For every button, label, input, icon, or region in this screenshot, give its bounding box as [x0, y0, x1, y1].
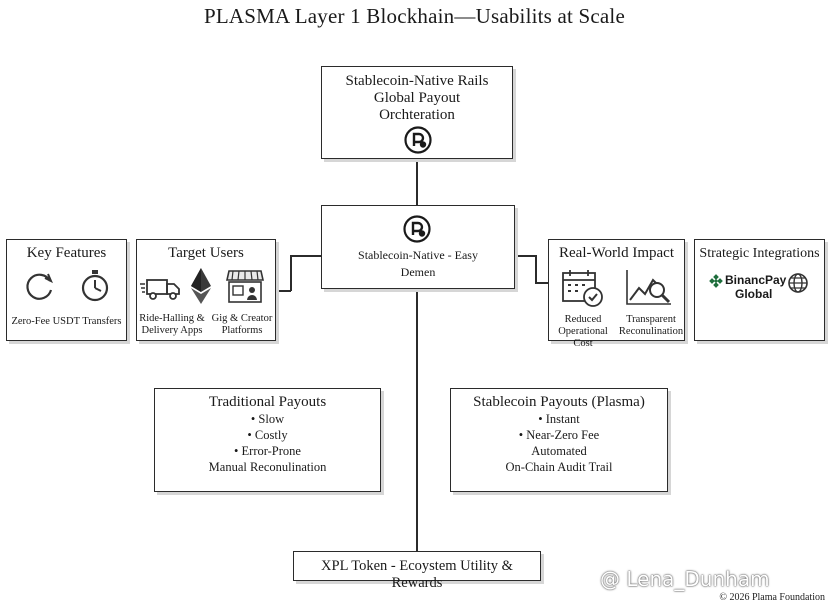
stablecoin-payouts-line-2: • Near-Zero Fee [518, 428, 600, 442]
stablecoin-payouts-line-1: • Instant [538, 412, 580, 426]
top-box-line-3: Orchteration [379, 107, 455, 123]
stablecoin-payouts-heading: Stablecoin Payouts (Plasma) [473, 394, 645, 410]
connector-left-vertical [290, 255, 292, 291]
stablecoin-payouts-line-3: Automated [531, 444, 587, 458]
ethereum-icon [189, 267, 213, 305]
binance-pay-brand: BinancPay [725, 273, 787, 287]
xpl-token-box: XPL Token - Ecoystem Utility & Rewards [293, 551, 541, 591]
globe-icon [787, 272, 809, 294]
target-users-item-1-label-2: Delivery Apps [141, 325, 203, 336]
real-world-impact-heading: Real-World Impact [559, 245, 674, 261]
binance-logo-icon [709, 274, 723, 288]
connector-top-center [416, 159, 418, 205]
plasma-logo-icon [403, 125, 433, 155]
refresh-icon [23, 269, 57, 303]
connector-right-stub [535, 282, 548, 284]
traditional-payouts-box: Traditional Payouts • Slow • Costly • Er… [154, 388, 381, 492]
key-features-caption: Zero-Fee USDT Transfers [11, 316, 122, 327]
strategic-integrations-box: Strategic Integrations BinancPay Global [694, 239, 825, 341]
traditional-payouts-heading: Traditional Payouts [208, 394, 327, 410]
xpl-token-label: XPL Token - Ecoystem Utility & Rewards [321, 558, 513, 591]
delivery-truck-icon [139, 276, 181, 302]
real-world-impact-box: Real-World Impact Reduced Operational Co… [548, 239, 685, 349]
top-box: Stablecoin-Native Rails Global Payout Or… [321, 66, 513, 159]
center-box: Stablecoin-Native - Easy Demen [321, 205, 515, 289]
connector-center-bottom [416, 288, 418, 551]
top-box-line-2: Global Payout [373, 90, 461, 106]
key-features-heading: Key Features [26, 245, 107, 261]
center-box-line-2: Demen [400, 265, 436, 279]
plasma-logo-icon [402, 214, 432, 244]
impact-item-2-label-1: Transparent [626, 314, 676, 325]
key-features-box: Key Features Zero-Fee USDT Transfers [6, 239, 127, 341]
impact-item-1-label-2: Operational Cost [558, 326, 608, 349]
strategic-integrations-heading: Strategic Integrations [699, 246, 820, 261]
connector-right-horizontal [514, 255, 536, 257]
traditional-payouts-line-4: Manual Reconulination [208, 460, 327, 474]
impact-item-2-label-2: Reconulination [618, 326, 684, 337]
stablecoin-payouts-box: Stablecoin Payouts (Plasma) • Instant • … [450, 388, 668, 492]
target-users-box: Target Users Ride-Halling & Delivery App… [136, 239, 276, 341]
target-users-heading: Target Users [168, 245, 244, 261]
traditional-payouts-line-1: • Slow [250, 412, 285, 426]
connector-right-vertical [535, 255, 537, 283]
watermark: @ Lena_Dunham [600, 567, 770, 591]
storefront-icon [225, 268, 265, 306]
traditional-payouts-line-2: • Costly [247, 428, 288, 442]
stopwatch-icon [79, 268, 111, 304]
target-users-item-1-label-1: Ride-Halling & [139, 313, 205, 324]
center-box-line-1: Stablecoin-Native - Easy [358, 248, 478, 262]
stablecoin-payouts-line-4: On-Chain Audit Trail [505, 460, 613, 474]
connector-left-horizontal [290, 255, 322, 257]
connector-left-stub [276, 290, 291, 292]
binance-global-brand: Global [735, 287, 773, 301]
calendar-check-icon [561, 268, 605, 308]
target-users-item-2-label-1: Gig & Creator [211, 313, 273, 324]
impact-item-1-label-1: Reduced [564, 314, 602, 325]
diagram-title: PLASMA Layer 1 Blockhain—Usabilits at Sc… [204, 4, 625, 28]
traditional-payouts-line-3: • Error-Prone [234, 444, 301, 458]
top-box-line-1: Stablecoin-Native Rails [345, 73, 489, 89]
copyright: © 2026 Plama Foundation [719, 592, 825, 603]
target-users-item-2-label-2: Platforms [221, 325, 263, 336]
chart-magnifier-icon [625, 268, 673, 308]
